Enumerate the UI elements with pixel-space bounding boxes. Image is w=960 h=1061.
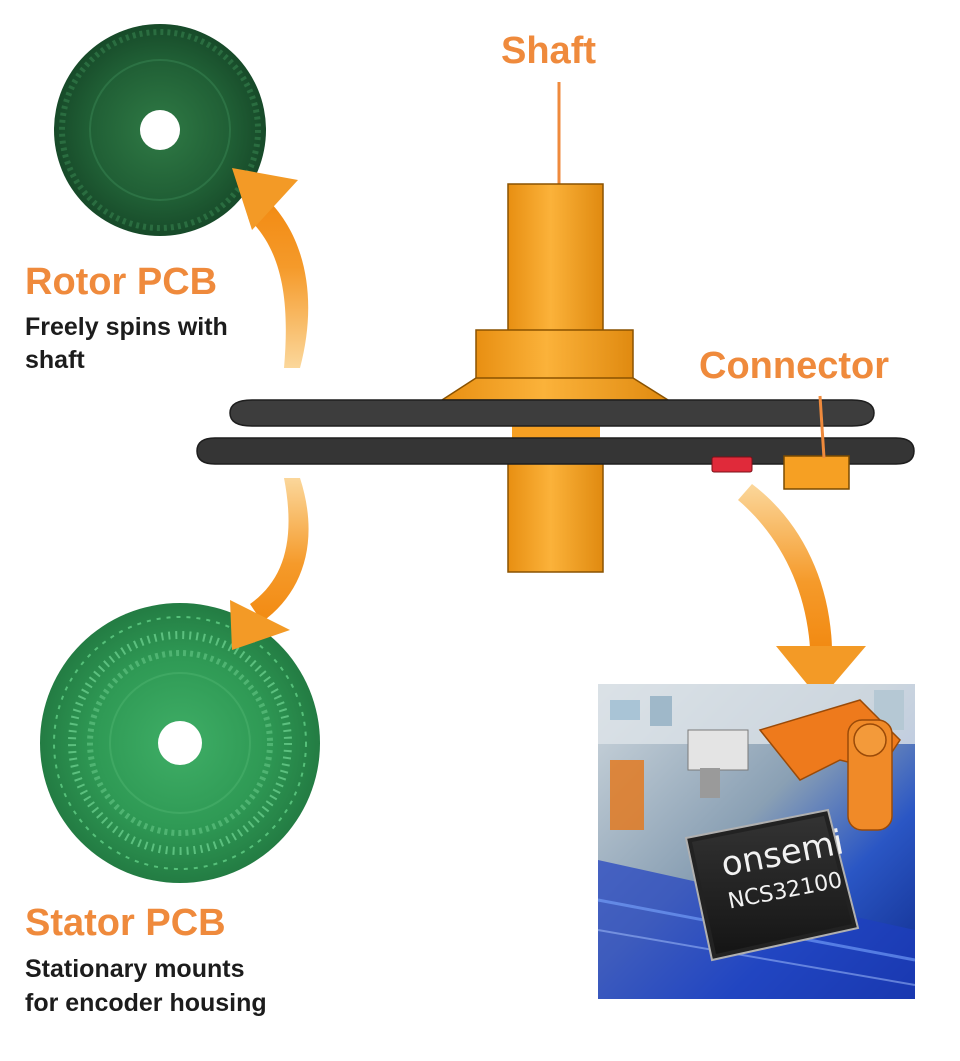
shaft-assembly: [439, 183, 671, 573]
robot-chip-photo: [597, 684, 916, 999]
rotor-pcb-description-line-2: shaft: [25, 346, 85, 374]
stator-pcb-title: Stator PCB: [25, 902, 226, 944]
stator-pcb-description-line-1: Stationary mounts: [25, 955, 245, 983]
rotor-pcb-title: Rotor PCB: [25, 261, 218, 303]
connector-label: Connector: [699, 345, 889, 387]
curved-arrow-icon: [738, 484, 866, 700]
curved-arrow-icon: [232, 168, 309, 368]
stator-pcb-description-line-2: for encoder housing: [25, 989, 267, 1017]
rotor-pcb-image: [54, 24, 266, 236]
connector-leader-line: [818, 395, 826, 459]
rotor-pcb-description-line-1: Freely spins with: [25, 313, 228, 341]
shaft-label: Shaft: [501, 30, 596, 72]
chip-image: [684, 808, 860, 962]
pcb-discs: [196, 399, 915, 490]
stator-pcb-image: [40, 603, 320, 883]
curved-arrow-icon: [230, 478, 309, 650]
